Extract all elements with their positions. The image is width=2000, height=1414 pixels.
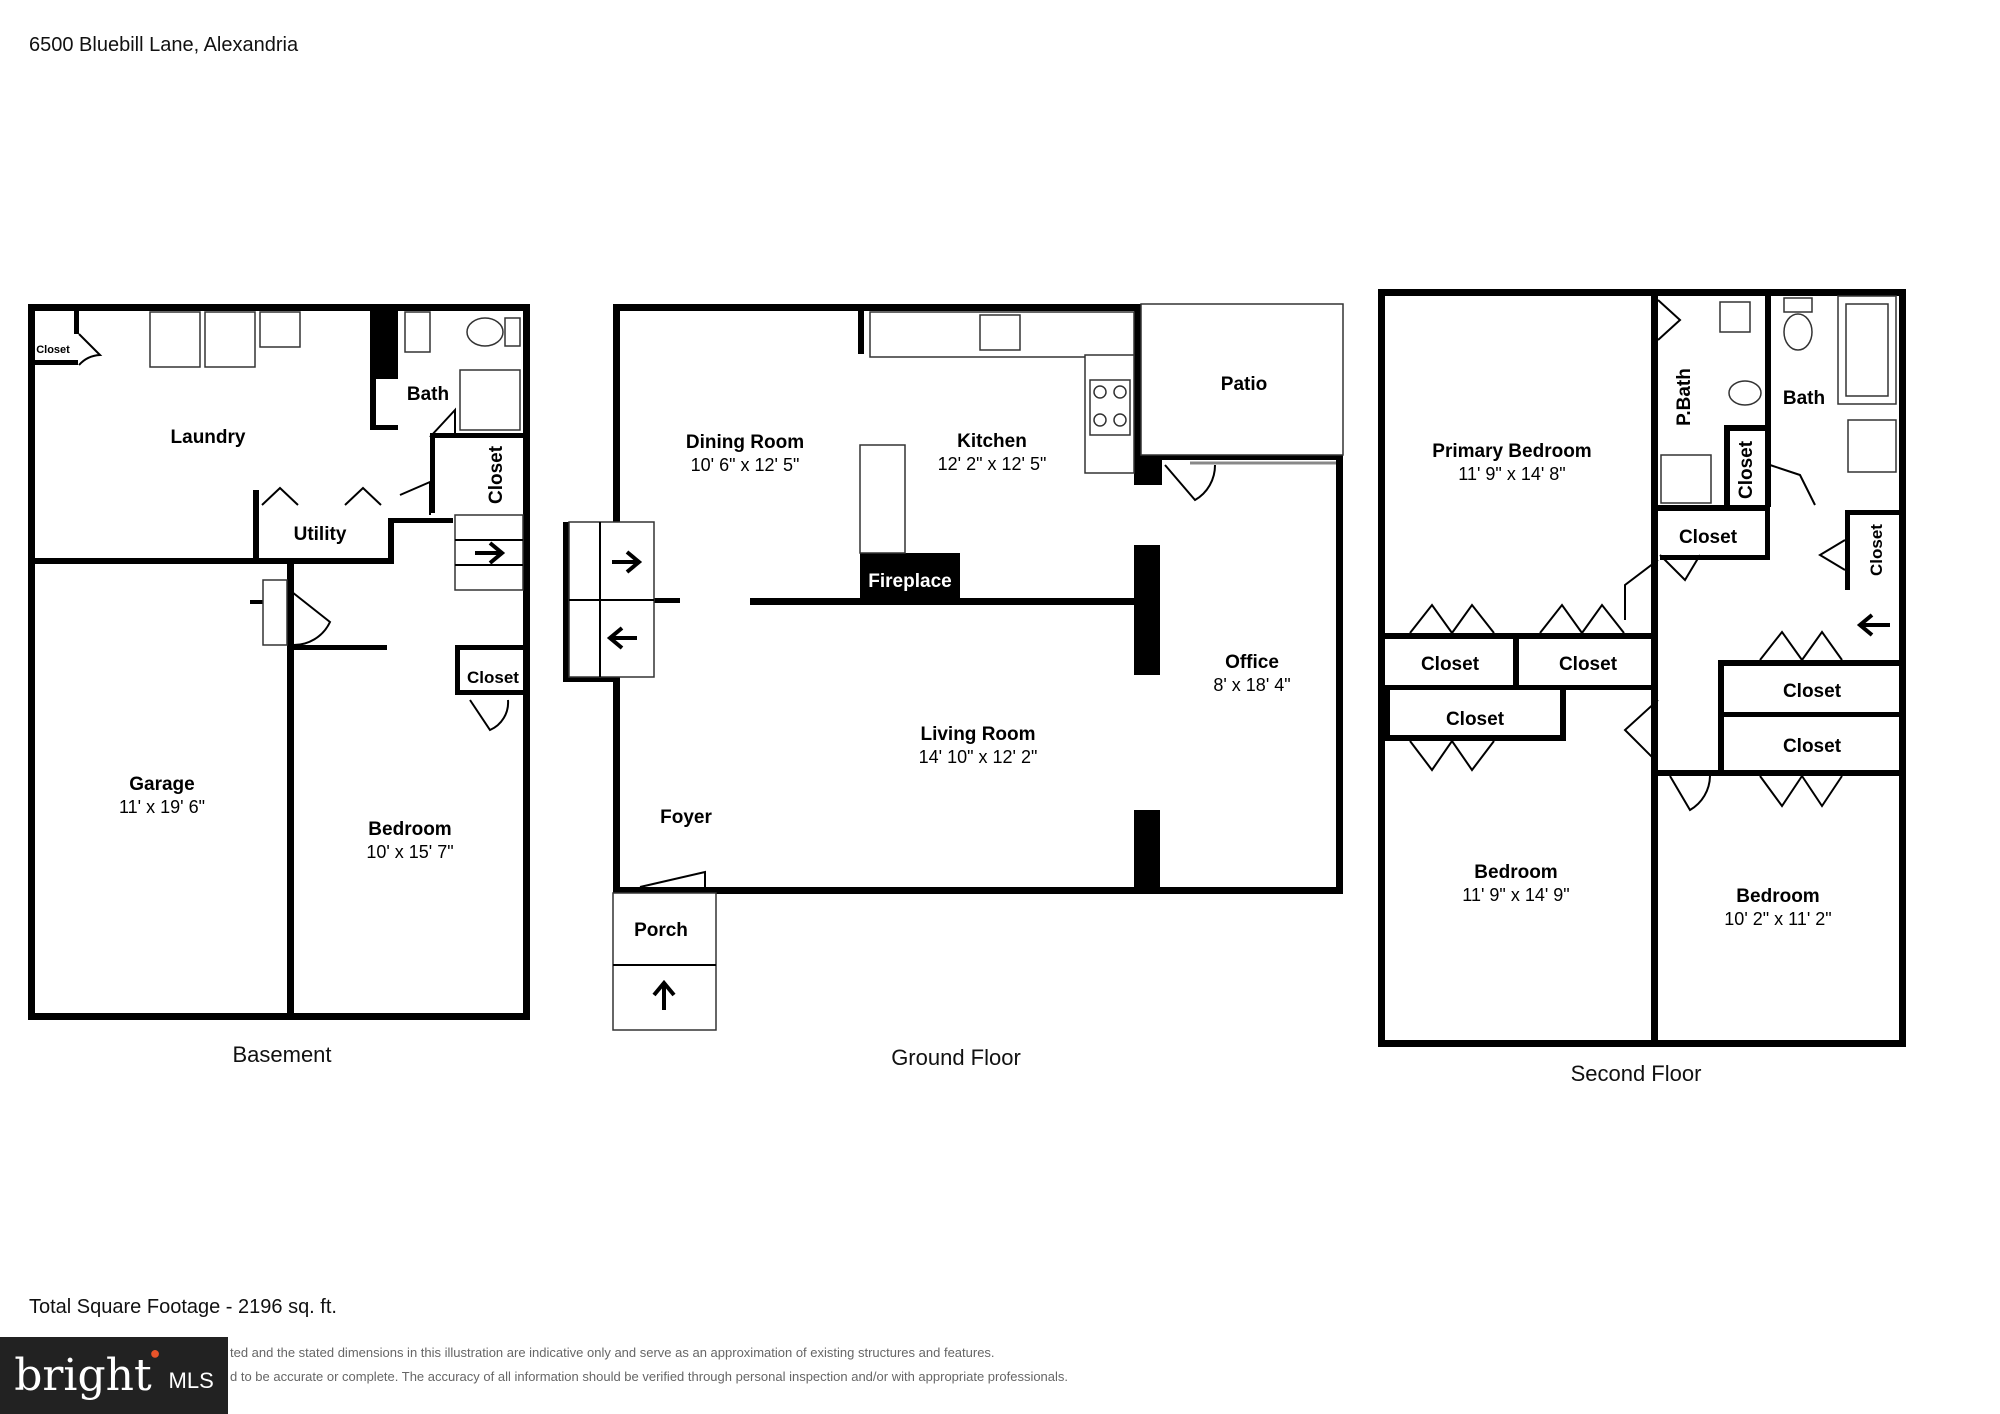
disclaimer-line-2: d to be accurate or complete. The accura… [230,1369,1069,1384]
brand-wordmark: bright [14,1350,152,1401]
second-floor-label: Second Floor [1571,1061,1702,1086]
ground-floor-plan: Patio Dining Room 10' 6" x 12' 5" Kitche… [563,303,1344,1070]
office-dimensions: 8' x 18' 4" [1213,675,1290,695]
utility-label: Utility [294,524,347,545]
second-bedroom1-dimensions: 11' 9" x 14' 9" [1462,885,1569,905]
second-floor-plan: Primary Bedroom 11' 9" x 14' 8" P.Bath B… [1378,289,1906,1086]
patio-label: Patio [1221,374,1267,395]
second-bedroom2-dimensions: 10' 2" x 11' 2" [1724,909,1831,929]
second-closet-v2-label: Closet [1867,524,1886,576]
basement-bedroom-label: Bedroom [368,819,451,840]
primary-bedroom-dimensions: 11' 9" x 14' 8" [1458,464,1565,484]
basement-bath-label: Bath [407,384,449,405]
second-closet-f-label: Closet [1783,736,1842,757]
second-bedroom2-label: Bedroom [1736,886,1819,907]
basement-closet-label: Closet [486,445,507,504]
second-bedroom1-label: Bedroom [1474,862,1557,883]
garage-label: Garage [129,774,194,795]
basement-floor-label: Basement [232,1042,331,1067]
second-closet-d-label: Closet [1446,709,1505,730]
primary-bedroom-label: Primary Bedroom [1432,441,1591,462]
office-label: Office [1225,652,1279,673]
second-closet-e-label: Closet [1783,681,1842,702]
brand-dot-icon: ● [149,1343,161,1363]
disclaimer-line-1: ted and the stated dimensions in this il… [230,1345,995,1360]
ground-floor-label: Ground Floor [891,1045,1021,1070]
garage-dimensions: 11' x 19' 6" [119,797,205,817]
porch-label: Porch [634,920,688,941]
pbath-label: P.Bath [1674,368,1695,426]
second-closet-b-label: Closet [1421,654,1480,675]
total-square-footage: Total Square Footage - 2196 sq. ft. [29,1296,337,1318]
second-closet-a-label: Closet [1679,527,1738,548]
second-closet-v1-label: Closet [1736,440,1757,499]
basement-bedroom-dimensions: 10' x 15' 7" [366,842,453,862]
kitchen-label: Kitchen [957,431,1027,452]
second-closet-c-label: Closet [1559,654,1618,675]
foyer-label: Foyer [660,807,712,828]
laundry-label: Laundry [171,427,246,448]
second-bath-label: Bath [1783,388,1825,409]
brand-suffix: MLS [168,1367,214,1393]
basement-closet2-label: Closet [467,668,519,687]
living-room-dimensions: 14' 10" x 12' 2" [919,747,1038,767]
dining-room-dimensions: 10' 6" x 12' 5" [691,455,800,475]
address-title: 6500 Bluebill Lane, Alexandria [29,34,299,56]
bright-mls-logo: bright ● MLS [0,1337,228,1414]
kitchen-dimensions: 12' 2" x 12' 5" [938,454,1047,474]
living-room-label: Living Room [920,724,1035,745]
basement-closet-small-label: Closet [36,344,70,356]
fireplace-label: Fireplace [868,571,951,592]
basement-plan: Closet Laundry Bath Closet Utility Close… [28,304,530,1067]
dining-room-label: Dining Room [686,432,804,453]
